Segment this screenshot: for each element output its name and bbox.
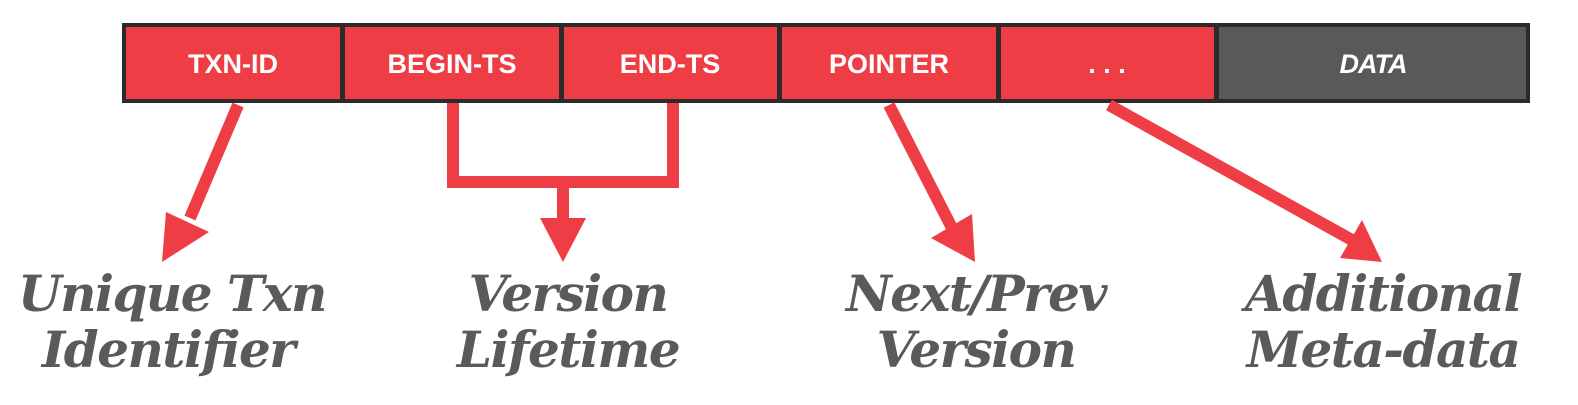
arrow-txn-id xyxy=(162,102,244,262)
arrow-pointer xyxy=(883,102,975,262)
caption-lifetime-line2: Lifetime xyxy=(456,320,681,379)
caption-lifetime-line1: Version xyxy=(468,264,669,323)
arrow-lifetime-head xyxy=(540,218,586,262)
caption-txn-line1: Unique Txn xyxy=(18,264,327,323)
label-begin-ts: BEGIN-TS xyxy=(387,49,516,79)
cell-data xyxy=(1219,27,1526,99)
label-data: DATA xyxy=(1340,49,1407,79)
label-txn-id: TXN-ID xyxy=(188,49,278,79)
caption-version-lifetime: Version Lifetime xyxy=(418,266,718,378)
caption-meta-line2: Meta-data xyxy=(1246,320,1521,379)
arrow-lifetime-bracket xyxy=(447,103,679,222)
caption-pointer-line2: Version xyxy=(876,320,1077,379)
caption-meta-line1: Additional xyxy=(1245,264,1522,323)
cell-more xyxy=(1001,27,1214,99)
caption-txn-line2: Identifier xyxy=(41,320,296,379)
caption-unique-txn-identifier: Unique Txn Identifier xyxy=(18,264,327,379)
cell-begin-ts xyxy=(345,27,559,99)
caption-pointer-line1: Next/Prev xyxy=(846,264,1108,323)
label-end-ts: END-TS xyxy=(620,49,721,79)
cell-txn-id xyxy=(126,27,340,99)
label-pointer: POINTER xyxy=(829,49,949,79)
label-more: . . . xyxy=(1088,49,1126,79)
caption-next-prev-version: Next/Prev Version xyxy=(826,266,1126,378)
arrow-meta xyxy=(1106,99,1382,262)
cell-end-ts xyxy=(564,27,777,99)
caption-additional-meta-data: Additional Meta-data xyxy=(1233,266,1533,378)
cell-pointer xyxy=(782,27,996,99)
